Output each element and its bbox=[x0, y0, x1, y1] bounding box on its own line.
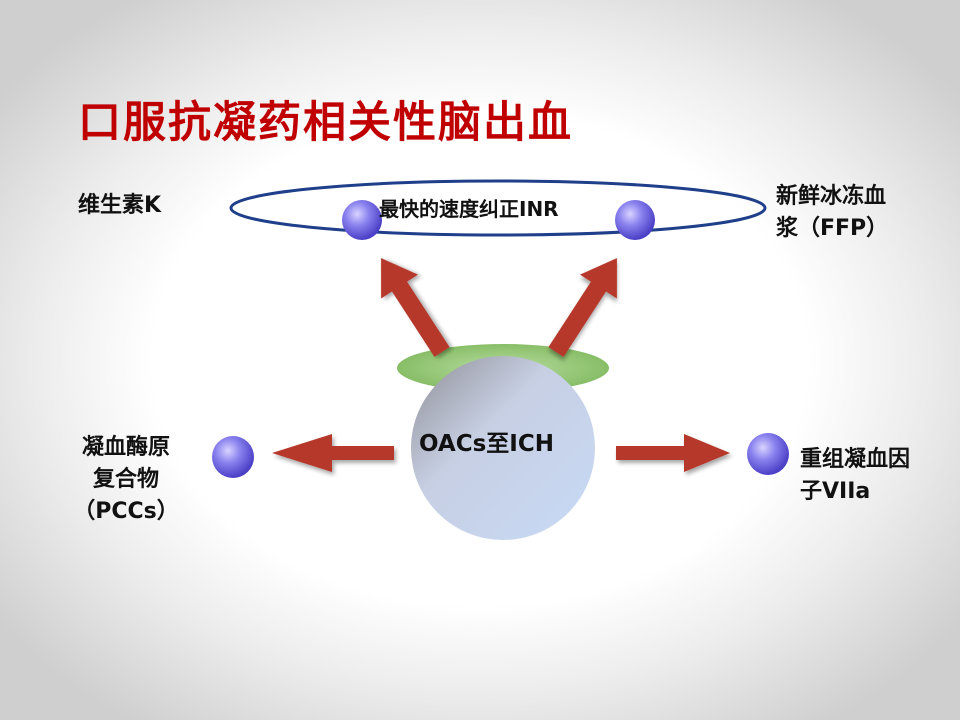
label-rfviia-line1: 重组凝血因 bbox=[800, 447, 911, 472]
label-pccs-line1: 凝血酶原 bbox=[81, 435, 170, 460]
arrow-up-left bbox=[381, 258, 450, 357]
center-label: OACs至ICH bbox=[419, 431, 554, 457]
node-rfviia bbox=[747, 433, 789, 475]
label-vitamin-k: 维生素K bbox=[78, 193, 162, 218]
top-ring-label: 最快的速度纠正INR bbox=[379, 197, 559, 221]
label-pccs-line2: 复合物 bbox=[92, 467, 159, 492]
arrow-left bbox=[272, 434, 394, 472]
label-ffp-line1: 新鲜冰冻血 bbox=[776, 184, 887, 209]
arrow-right bbox=[616, 434, 730, 472]
label-pccs-line3: （PCCs） bbox=[73, 499, 179, 524]
center-sphere bbox=[411, 356, 595, 540]
label-pccs: 凝血酶原 复合物 （PCCs） bbox=[66, 432, 186, 528]
label-rfviia: 重组凝血因 子VIIa bbox=[800, 444, 910, 508]
label-rfviia-line2: 子VIIa bbox=[800, 479, 871, 504]
node-pccs bbox=[212, 436, 254, 478]
top-ring-ellipse bbox=[229, 179, 767, 237]
label-ffp: 新鲜冰冻血 浆（FFP） bbox=[776, 181, 888, 245]
label-ffp-line2: 浆（FFP） bbox=[776, 216, 889, 241]
arrow-up-right bbox=[548, 258, 617, 357]
page-title: 口服抗凝药相关性脑出血 bbox=[78, 98, 573, 148]
node-ring-left bbox=[342, 200, 382, 240]
node-ring-right bbox=[615, 200, 655, 240]
